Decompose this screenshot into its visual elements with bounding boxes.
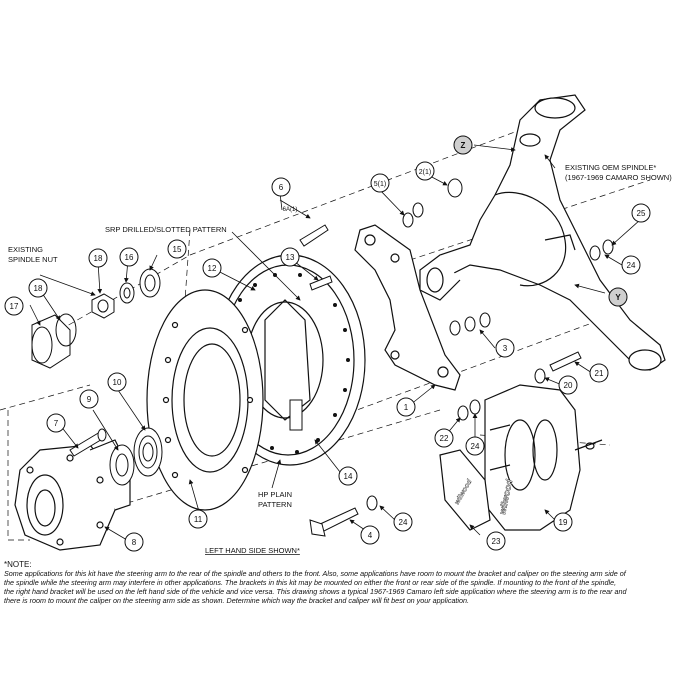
callout-8: 8: [132, 538, 137, 547]
callout-11: 11: [194, 515, 203, 524]
callout-24c: 24: [471, 442, 480, 451]
callout-4: 4: [368, 531, 373, 540]
label-existing: EXISTING: [8, 245, 43, 254]
washers: [366, 178, 614, 511]
callout-20: 20: [564, 381, 573, 390]
callout-22: 22: [440, 434, 449, 443]
label-left-hand-side: LEFT HAND SIDE SHOWN*: [205, 546, 300, 555]
callout-23: 23: [492, 537, 501, 546]
note-title: *NOTE:: [4, 560, 32, 569]
callout-21: 21: [595, 369, 604, 378]
callout-15: 15: [173, 245, 182, 254]
callout-3: 3: [503, 344, 508, 353]
bearings: [109, 427, 163, 486]
callout-labels: 6 6A(1) 13 12 15 16 18 17 18 7 9 10 8 11…: [10, 141, 646, 547]
oem-spindle: [419, 94, 666, 371]
callout-12: 12: [208, 264, 217, 273]
label-pattern: PATTERN: [258, 500, 292, 509]
wheel-stud: [69, 428, 107, 457]
callout-16: 16: [125, 253, 134, 262]
label-hp-plain: HP PLAIN: [258, 490, 292, 499]
callout-24a: 24: [399, 518, 408, 527]
note-line-2: the spindle while the steering arm may i…: [4, 578, 617, 587]
label-srp-pattern: SRP DRILLED/SLOTTED PATTERN: [105, 225, 227, 234]
callout-circles: [4, 135, 651, 552]
callout-17: 17: [10, 302, 19, 311]
callout-7: 7: [54, 419, 59, 428]
note-line-4: there is room to mount the caliper on th…: [4, 596, 470, 605]
callout-16b: 18: [94, 254, 103, 263]
caliper: [439, 384, 603, 531]
label-oem-spindle: EXISTING OEM SPINDLE*: [565, 163, 656, 172]
callout-6a: 6A(1): [283, 207, 298, 213]
caliper-bracket: [354, 224, 461, 391]
callout-2: 2(1): [419, 169, 431, 176]
callout-25: 25: [637, 209, 646, 218]
note-block: *NOTE: Some applications for this kit ha…: [4, 560, 694, 605]
note-line-1: Some applications for this kit have the …: [4, 569, 626, 578]
spindle-nut-parts: [31, 268, 161, 369]
callout-5: 5(1): [374, 181, 386, 188]
callout-19: 19: [559, 518, 568, 527]
callout-y: Y: [615, 293, 621, 302]
rotor-hat: [146, 289, 264, 511]
callout-18: 18: [34, 284, 43, 293]
leader-lines: [29, 144, 641, 541]
callout-24b: 24: [627, 261, 636, 270]
callout-14: 14: [344, 472, 353, 481]
note-line-3: the right hand bracket will be used on t…: [4, 587, 627, 596]
callout-13: 13: [286, 253, 295, 262]
part-labels: EXISTING SPINDLE NUT SRP DRILLED/SLOTTED…: [8, 163, 672, 555]
label-spindle-nut: SPINDLE NUT: [8, 255, 58, 264]
callout-6: 6: [279, 183, 284, 192]
callout-z: Z: [461, 141, 466, 150]
bolts: [289, 224, 582, 537]
callout-9: 9: [87, 395, 92, 404]
callout-10: 10: [113, 378, 122, 387]
label-camaro: (1967-1969 CAMARO SHOWN): [565, 173, 672, 182]
callout-1: 1: [404, 403, 409, 412]
hub: [14, 439, 131, 551]
